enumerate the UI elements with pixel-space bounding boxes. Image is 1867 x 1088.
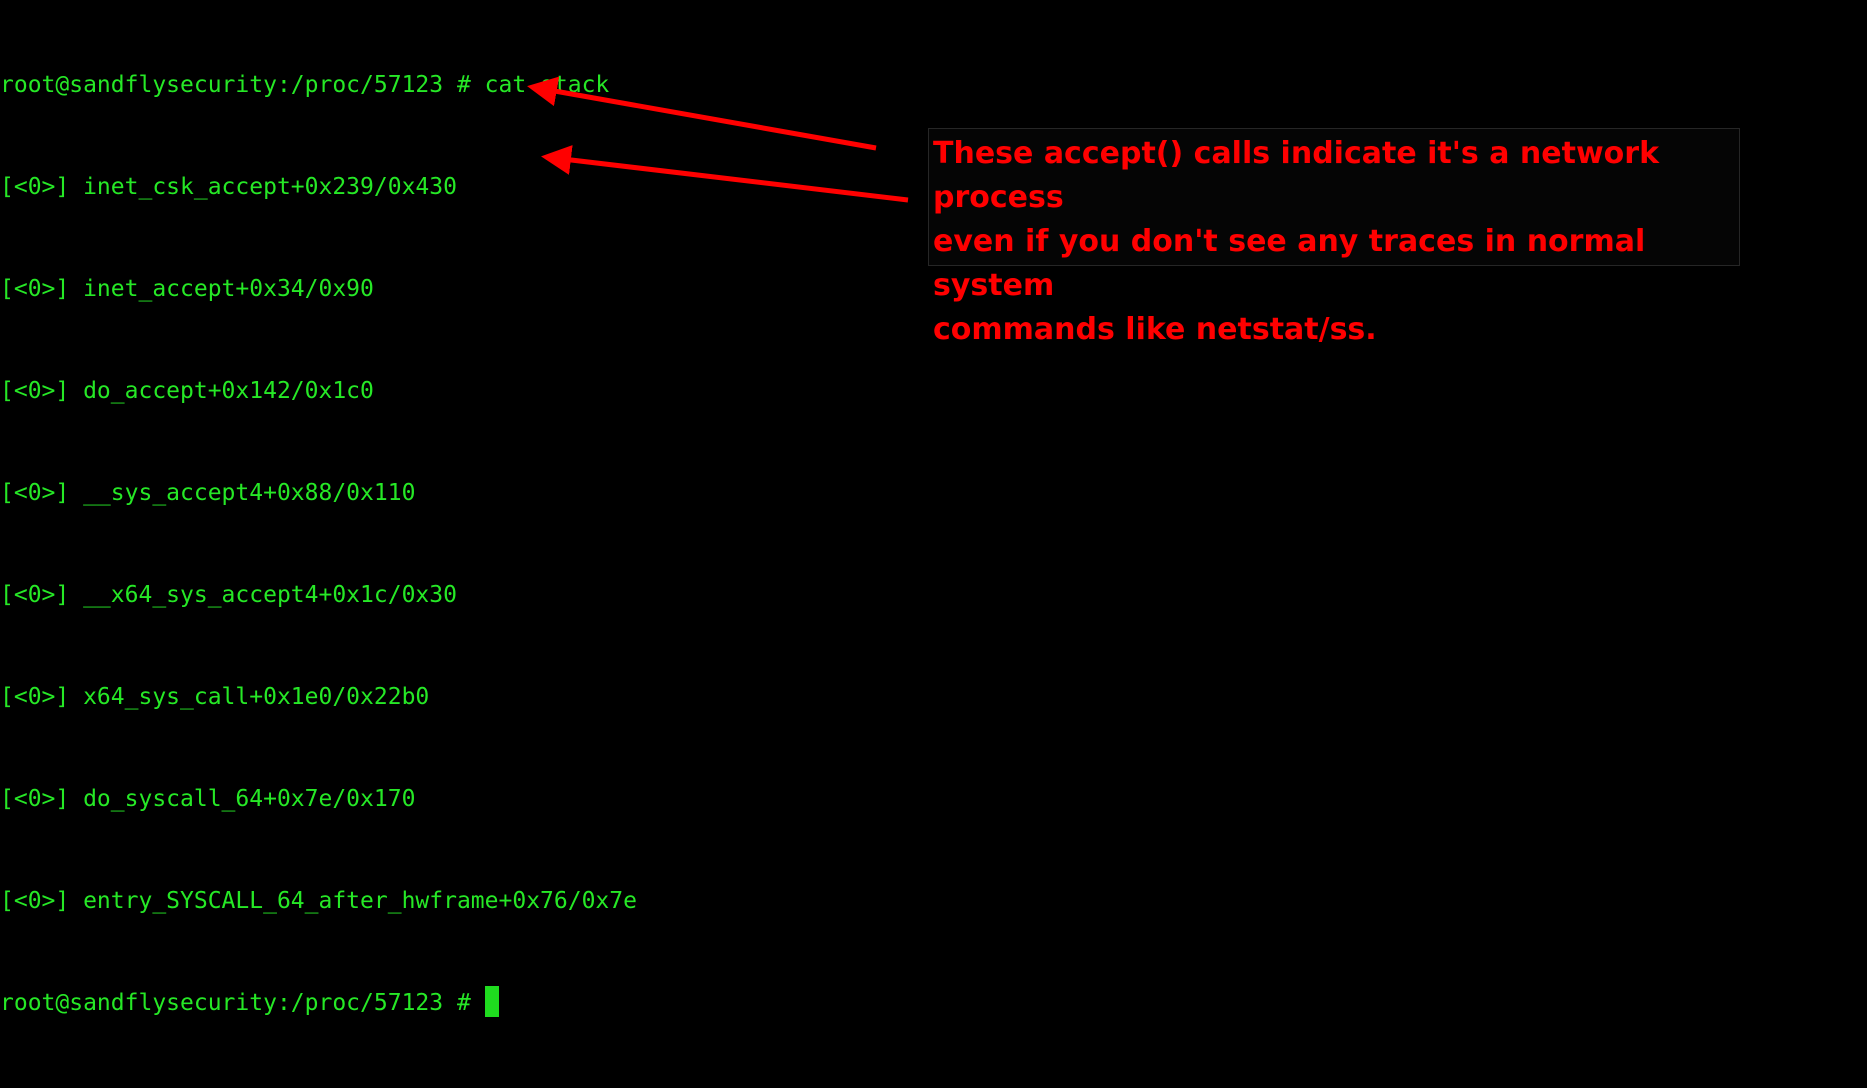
stack-frame-line: [<0>] __sys_accept4+0x88/0x110 bbox=[0, 480, 416, 506]
arrow-to-inet-accept bbox=[527, 76, 877, 151]
stack-frame-line: [<0>] x64_sys_call+0x1e0/0x22b0 bbox=[0, 684, 430, 710]
terminal-window[interactable]: root@sandflysecurity:/proc/57123 # cat s… bbox=[0, 0, 1867, 1017]
stack-frame-line: [<0>] do_syscall_64+0x7e/0x170 bbox=[0, 786, 416, 812]
text-cursor bbox=[484, 986, 499, 1017]
stack-frame-line: [<0>] do_accept+0x142/0x1c0 bbox=[0, 378, 374, 404]
stack-frame-line: [<0>] entry_SYSCALL_64_after_hwframe+0x7… bbox=[0, 888, 637, 914]
stack-frame-line: [<0>] inet_accept+0x34/0x90 bbox=[0, 276, 374, 302]
annotation-text: These accept() calls indicate it's a net… bbox=[933, 136, 1660, 347]
annotation-callout: These accept() calls indicate it's a net… bbox=[928, 128, 1740, 347]
stack-frame-line: [<0>] __x64_sys_accept4+0x1c/0x30 bbox=[0, 582, 457, 608]
input-line[interactable]: root@sandflysecurity:/proc/57123 # bbox=[0, 986, 637, 1020]
annotation-arrows bbox=[527, 76, 909, 203]
stack-frame-line: [<0>] inet_csk_accept+0x239/0x430 bbox=[0, 174, 457, 200]
arrow-to-sys-accept4 bbox=[541, 145, 909, 203]
shell-prompt: root@sandflysecurity:/proc/57123 # bbox=[0, 990, 485, 1016]
command-line: root@sandflysecurity:/proc/57123 # cat s… bbox=[0, 68, 637, 102]
shell-prompt: root@sandflysecurity:/proc/57123 # bbox=[0, 72, 485, 98]
